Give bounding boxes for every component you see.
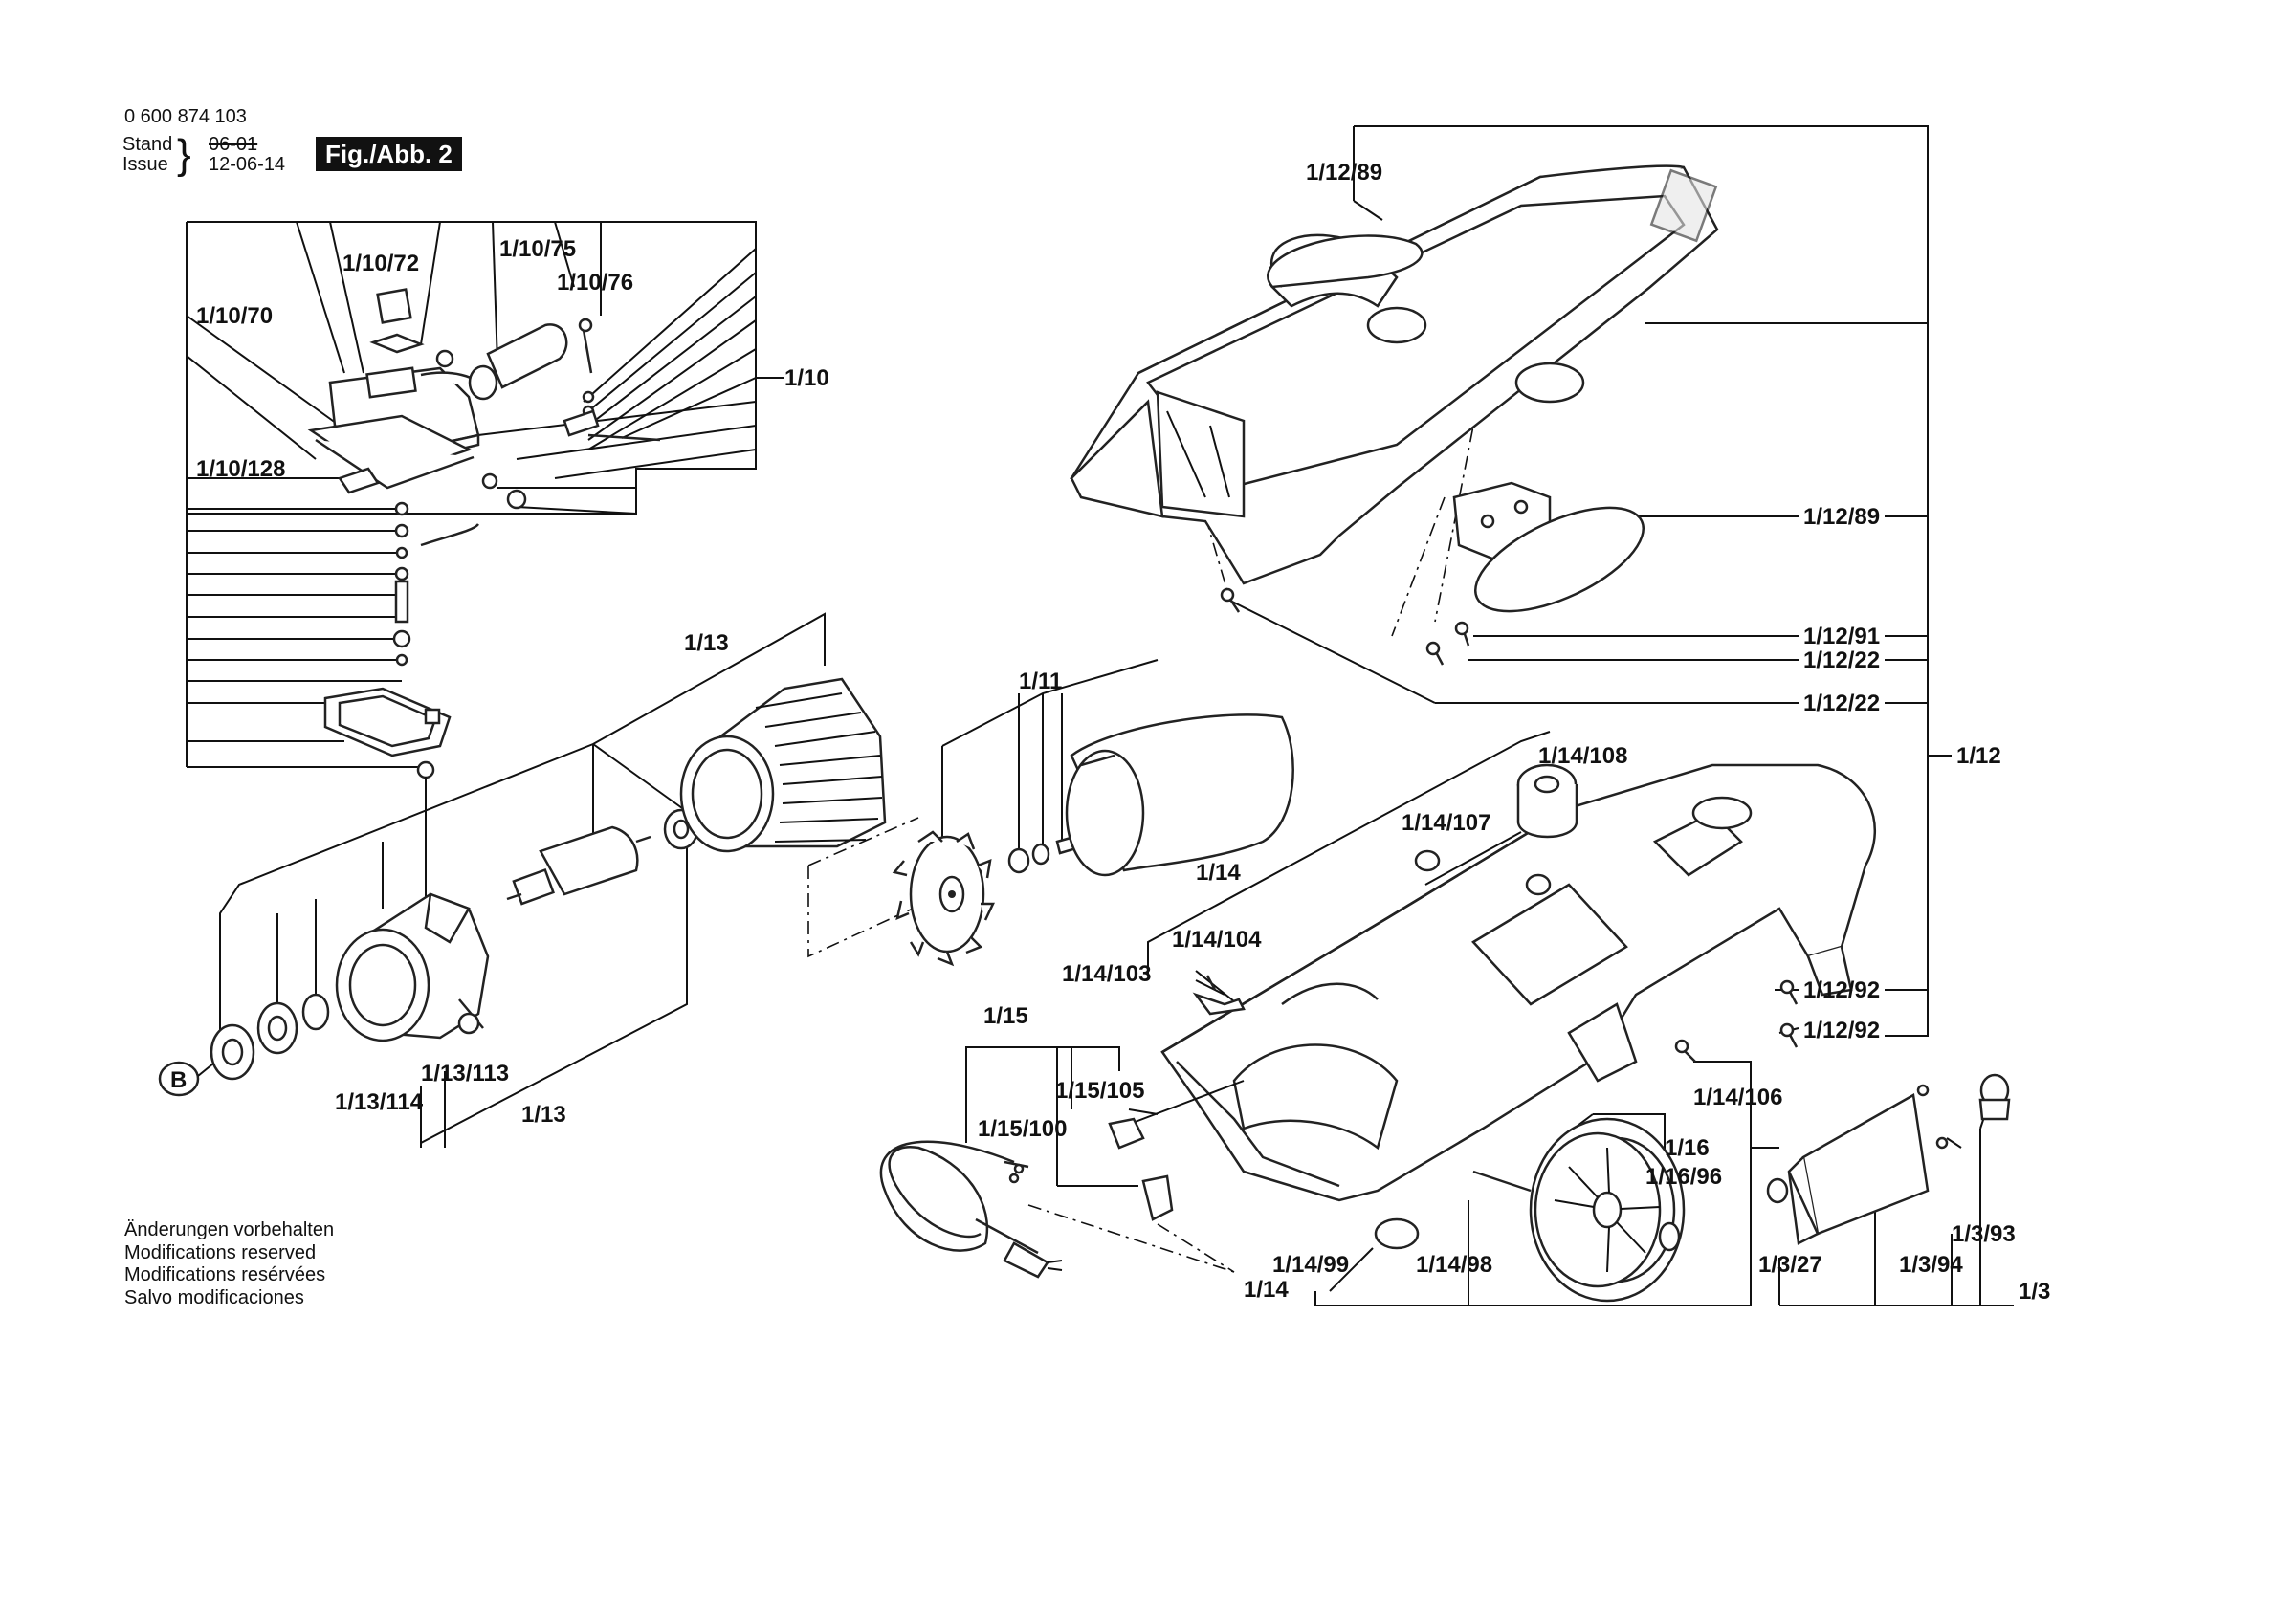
- label-1-12-92-b: 1/12/92: [1803, 1018, 1880, 1043]
- wheel: [1529, 1117, 1686, 1303]
- label-1-12: 1/12: [1956, 743, 2001, 769]
- fan-cover: [1065, 713, 1294, 877]
- label-1-10: 1/10: [784, 365, 829, 391]
- label-1-12-22-b: 1/12/22: [1803, 691, 1880, 716]
- grommet: [1374, 1217, 1420, 1250]
- label-1-13-top: 1/13: [684, 630, 729, 656]
- label-1-16-96: 1/16/96: [1645, 1164, 1722, 1190]
- label-1-3-94: 1/3/94: [1899, 1252, 1963, 1278]
- label-1-14-104: 1/14/104: [1172, 927, 1262, 953]
- stator-housing: [679, 677, 887, 853]
- label-1-13-114: 1/13/114: [335, 1089, 424, 1115]
- note-german: Änderungen vorbehalten: [124, 1219, 335, 1240]
- note-spanish: Salvo modificaciones: [124, 1286, 304, 1308]
- label-1-3-27: 1/3/27: [1758, 1252, 1822, 1278]
- label-1-14-bottom: 1/14: [1244, 1277, 1289, 1303]
- label-1-13-113: 1/13/113: [421, 1061, 509, 1086]
- label-1-12-92-a: 1/12/92: [1803, 977, 1880, 1003]
- label-1-12-91: 1/12/91: [1803, 624, 1880, 649]
- callout-b-label: B: [170, 1067, 187, 1093]
- label-1-14-106: 1/14/106: [1693, 1085, 1782, 1110]
- label-1-12-89-top: 1/12/89: [1306, 160, 1382, 186]
- label-1-16: 1/16: [1665, 1135, 1710, 1161]
- switch-box-parts: [307, 288, 661, 923]
- box-screw: [1935, 1136, 1949, 1150]
- label-1-14-107: 1/14/107: [1402, 810, 1490, 836]
- stand-label: Stand: [122, 134, 173, 155]
- lower-housing: [1160, 763, 1876, 1202]
- issue-label: Issue: [122, 154, 168, 175]
- capacitor-box: [1787, 1084, 1930, 1245]
- part-number: 0 600 874 103: [124, 106, 247, 127]
- fan-parts: [892, 713, 1294, 967]
- label-1-11: 1/11: [1019, 669, 1062, 694]
- label-1-15: 1/15: [983, 1003, 1028, 1029]
- label-1-10-75: 1/10/75: [499, 236, 576, 262]
- label-1-12-22-a: 1/12/22: [1803, 647, 1880, 673]
- fan-wheel: [892, 830, 995, 967]
- label-1-15-105: 1/15/105: [1055, 1078, 1144, 1104]
- cable-grommet: [1141, 1174, 1174, 1221]
- housing-group-leaders: [1204, 125, 1952, 1037]
- part-labels: 1/10/72 1/10/75 1/10/76 1/10/70 1/10 1/1…: [196, 160, 2050, 1305]
- knob: [1978, 1073, 2011, 1121]
- modification-notes: Änderungen vorbehalten Modifications res…: [124, 1219, 334, 1309]
- label-1-3: 1/3: [2019, 1279, 2050, 1305]
- label-1-10-70: 1/10/70: [196, 303, 273, 329]
- switch-group-leaders: [186, 221, 784, 768]
- motor-parts: [210, 677, 887, 1081]
- fan-group-leaders: [807, 659, 1159, 958]
- label-1-14-108: 1/14/108: [1538, 743, 1627, 769]
- label-1-3-93: 1/3/93: [1952, 1221, 2016, 1247]
- power-cable: [879, 1140, 1063, 1279]
- callout-b-circle: [158, 1061, 200, 1097]
- cable-group-leaders: [965, 1046, 1245, 1273]
- label-1-14: 1/14: [1196, 860, 1241, 886]
- label-1-13-bottom: 1/13: [521, 1102, 566, 1128]
- label-1-14-103: 1/14/103: [1062, 961, 1151, 987]
- label-1-15-100: 1/15/100: [978, 1116, 1067, 1142]
- upper-housing: [1070, 164, 1719, 666]
- label-1-10-76: 1/10/76: [557, 270, 633, 296]
- box-nut: [1766, 1177, 1789, 1204]
- label-1-12-89-right: 1/12/89: [1803, 504, 1880, 530]
- brace-symbol: }: [177, 131, 191, 178]
- cable-strain-relief: [1108, 1117, 1145, 1150]
- label-1-10-72: 1/10/72: [342, 251, 419, 276]
- figure-badge: Fig./Abb. 2: [316, 137, 462, 171]
- note-english: Modifications reserved: [124, 1241, 317, 1263]
- note-french: Modifications resérvées: [124, 1264, 326, 1285]
- label-1-14-99: 1/14/99: [1272, 1252, 1349, 1278]
- label-1-10-128: 1/10/128: [196, 456, 285, 482]
- old-date: 06-01: [209, 134, 258, 155]
- label-1-14-98: 1/14/98: [1416, 1252, 1492, 1278]
- new-date: 12-06-14: [209, 154, 286, 175]
